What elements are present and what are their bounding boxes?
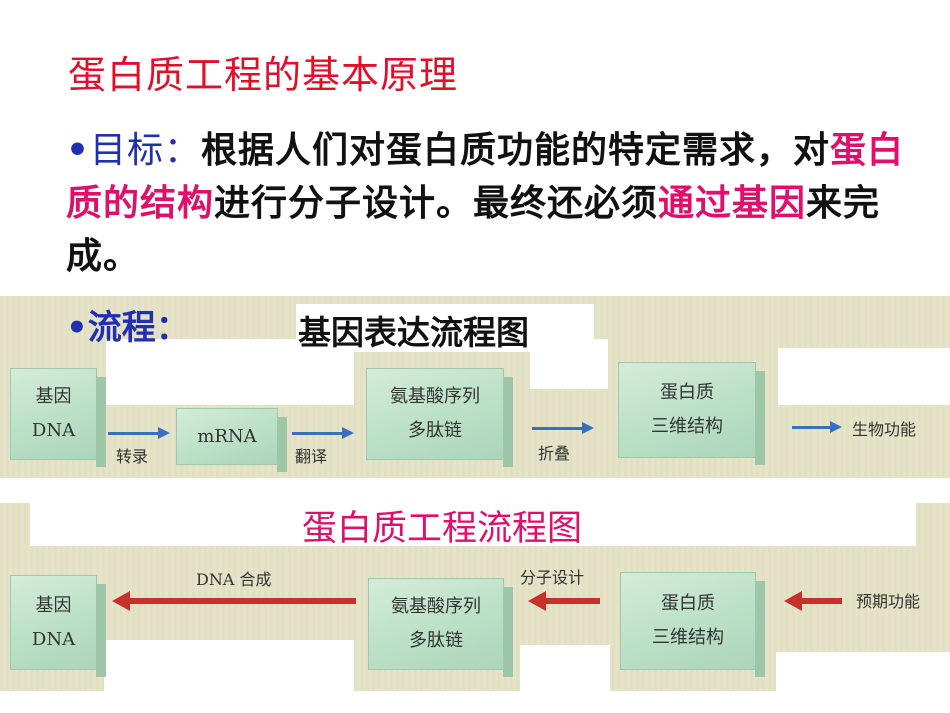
arrow-left-icon — [784, 591, 842, 611]
step-translation: 翻译 — [295, 447, 328, 466]
goal-text-3: 来完成。 — [66, 183, 881, 277]
box-line: 基因 — [35, 594, 72, 616]
box-line: 氨基酸序列 — [390, 386, 480, 407]
process-label: •流程： — [66, 300, 190, 349]
cover-patch — [778, 348, 950, 405]
process-label-text: 流程： — [87, 308, 190, 348]
box-line: 三维结构 — [651, 416, 723, 437]
expected-function: 预期功能 — [856, 592, 921, 611]
biological-function: 生物功能 — [852, 420, 917, 439]
box-line: 基因 — [35, 386, 72, 407]
mrna-box: mRNA — [176, 408, 287, 472]
box-line: 蛋白质 — [661, 593, 715, 614]
step-dna-synthesis: DNA 合成 — [196, 570, 272, 589]
gene-dna-box: 基因 DNA — [10, 575, 106, 677]
arrow-left-icon — [112, 591, 356, 611]
bullet: • — [66, 308, 88, 348]
arrow-right-icon — [532, 422, 594, 434]
goal-paragraph: •目标：根据人们对蛋白质功能的特定需求，对蛋白质的结构进行分子设计。最终还必须通… — [66, 124, 906, 283]
cover-patch — [776, 652, 950, 691]
protein-flow-title: 蛋白质工程流程图 — [302, 509, 583, 549]
amino-acid-box: 氨基酸序列 多肽链 — [368, 578, 513, 677]
arrow-right-icon — [792, 421, 842, 433]
box-line: 三维结构 — [652, 627, 724, 648]
box-line: 多肽链 — [409, 630, 463, 651]
step-molecular-design: 分子设计 — [520, 568, 585, 587]
arrow-right-icon — [108, 427, 170, 439]
box-line: mRNA — [197, 425, 257, 447]
cover-patch — [104, 640, 354, 691]
arrow-right-icon — [292, 427, 354, 439]
bullet: • — [66, 130, 91, 171]
box-line: 多肽链 — [408, 420, 462, 441]
amino-acid-box: 氨基酸序列 多肽链 — [366, 368, 513, 467]
gene-flow-title: 基因表达流程图 — [298, 313, 529, 352]
title-backdrop — [296, 304, 594, 352]
goal-text-1: 根据人们对蛋白质功能的特定需求，对 — [201, 130, 831, 171]
arrow-left-icon — [528, 591, 600, 611]
page-title: 蛋白质工程的基本原理 — [68, 53, 459, 97]
goal-highlight-structure: 蛋白质的结构 — [66, 130, 905, 224]
goal-text-2: 进行分子设计。最终还必须 — [214, 183, 659, 224]
box-line: 氨基酸序列 — [391, 596, 481, 617]
goal-highlight-gene: 通过基因 — [658, 183, 807, 224]
step-folding: 折叠 — [538, 444, 571, 463]
protein-structure-box: 蛋白质 三维结构 — [620, 572, 765, 677]
box-line: 蛋白质 — [660, 382, 714, 403]
step-transcription: 转录 — [116, 447, 149, 466]
box-line: DNA — [31, 420, 76, 441]
goal-label: 目标： — [90, 130, 202, 171]
cover-patch — [520, 645, 610, 691]
box-line: DNA — [31, 628, 76, 650]
cover-patch — [30, 503, 916, 546]
gene-dna-box: 基因 DNA — [10, 368, 106, 467]
protein-structure-box: 蛋白质 三维结构 — [618, 362, 765, 465]
